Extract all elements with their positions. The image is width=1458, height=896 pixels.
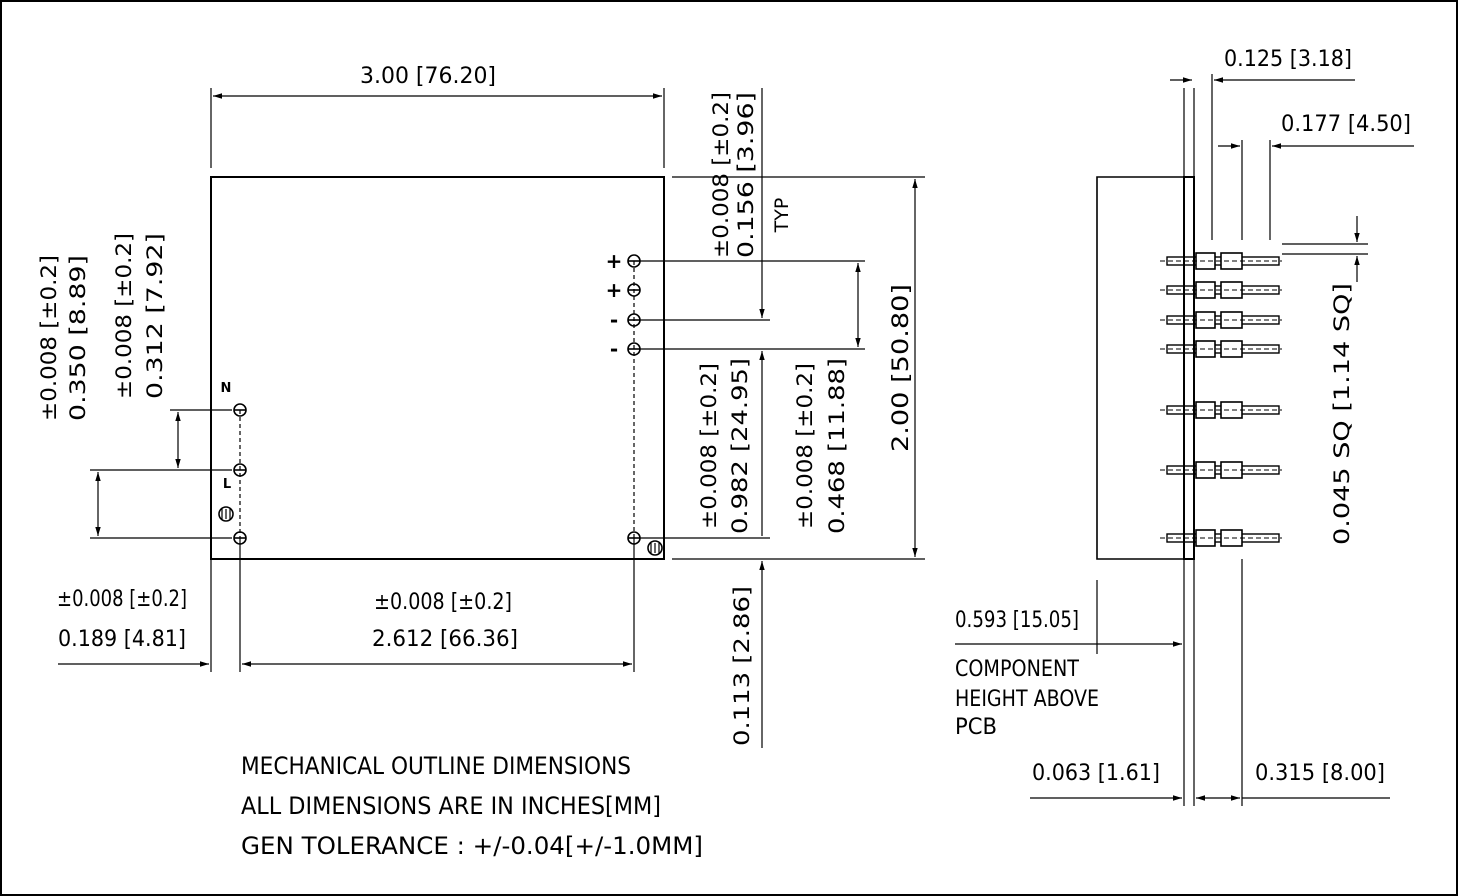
edge-189-tolerance: ±0.008 [±0.2]: [57, 587, 187, 612]
pin-pitch-tolerance: ±0.008 [±0.2]: [709, 92, 733, 258]
out-468-dimension: 0.468 [11.88]: [825, 358, 849, 534]
side-body-outline: [1096, 176, 1184, 560]
left-312-dimension: 0.312 [7.92]: [143, 233, 167, 399]
note-line-1: MECHANICAL OUTLINE DIMENSIONS: [241, 752, 631, 780]
bottom-113-dimension: 0.113 [2.86]: [730, 586, 754, 746]
module-outline: [210, 176, 665, 560]
edge-189-dimension: 0.189 [4.81]: [58, 627, 186, 652]
pin-pitch-dimension: 0.156 [3.96]: [734, 92, 758, 258]
out-982-dimension: 0.982 [24.95]: [728, 358, 752, 534]
pin-span-tolerance: ±0.008 [±0.2]: [374, 590, 512, 615]
out-468-tolerance: ±0.008 [±0.2]: [793, 363, 817, 529]
side-pin: [1160, 401, 1282, 419]
height-dimension-label: 2.00 [50.80]: [889, 284, 914, 452]
side-pins: [1160, 252, 1282, 547]
out-982-tolerance: ±0.008 [±0.2]: [697, 363, 721, 529]
side-pin: [1160, 311, 1282, 329]
ground-symbol-left: [218, 506, 234, 522]
component-height-line-3: PCB: [955, 715, 997, 740]
pin-pitch-typ: TYP: [771, 198, 793, 234]
side-dim-315: 0.315 [8.00]: [1255, 761, 1385, 786]
side-dim-063: 0.063 [1.61]: [1032, 761, 1160, 786]
pin-label-n: N: [221, 381, 232, 396]
left-350-tolerance: ±0.008 [±0.2]: [37, 255, 61, 421]
pin-label-minus-2: -: [610, 337, 618, 361]
input-pins: [233, 403, 247, 672]
note-line-2: ALL DIMENSIONS ARE IN INCHES[MM]: [241, 792, 661, 820]
ground-symbol-right: [647, 540, 663, 556]
pin-label-l: L: [223, 477, 231, 492]
component-height-line-1: COMPONENT: [955, 657, 1079, 682]
pin-label-minus-1: -: [610, 308, 618, 332]
front-view: 3.00 [76.20] 2.00 [50.80] + + - -: [37, 64, 925, 748]
side-pin: [1160, 529, 1282, 547]
side-pcb: [1183, 176, 1195, 560]
output-pins: [627, 254, 641, 672]
side-dim-593: 0.593 [15.05]: [955, 608, 1079, 633]
side-view: 0.125 [3.18] 0.177 [4.50] 0.045 SQ [1.14…: [955, 47, 1414, 806]
width-dimension-label: 3.00 [76.20]: [360, 64, 496, 89]
side-pin: [1160, 281, 1282, 299]
side-dim-177: 0.177 [4.50]: [1281, 112, 1411, 137]
pin-span-dimension: 2.612 [66.36]: [372, 627, 518, 652]
side-pin: [1160, 340, 1282, 358]
notes-block: MECHANICAL OUTLINE DIMENSIONS ALL DIMENS…: [241, 752, 703, 860]
pin-label-plus-2: +: [606, 278, 623, 302]
side-pin: [1160, 252, 1282, 270]
note-line-3: GEN TOLERANCE : +/-0.04[+/-1.0MM]: [241, 832, 703, 860]
left-350-dimension: 0.350 [8.89]: [66, 255, 90, 421]
component-height-line-2: HEIGHT ABOVE: [955, 687, 1099, 712]
pin-label-plus-1: +: [606, 249, 623, 273]
side-pin: [1160, 461, 1282, 479]
left-312-tolerance: ±0.008 [±0.2]: [112, 233, 136, 399]
side-pin-square: 0.045 SQ [1.14 SQ]: [1330, 283, 1354, 545]
side-dim-125: 0.125 [3.18]: [1224, 47, 1352, 72]
